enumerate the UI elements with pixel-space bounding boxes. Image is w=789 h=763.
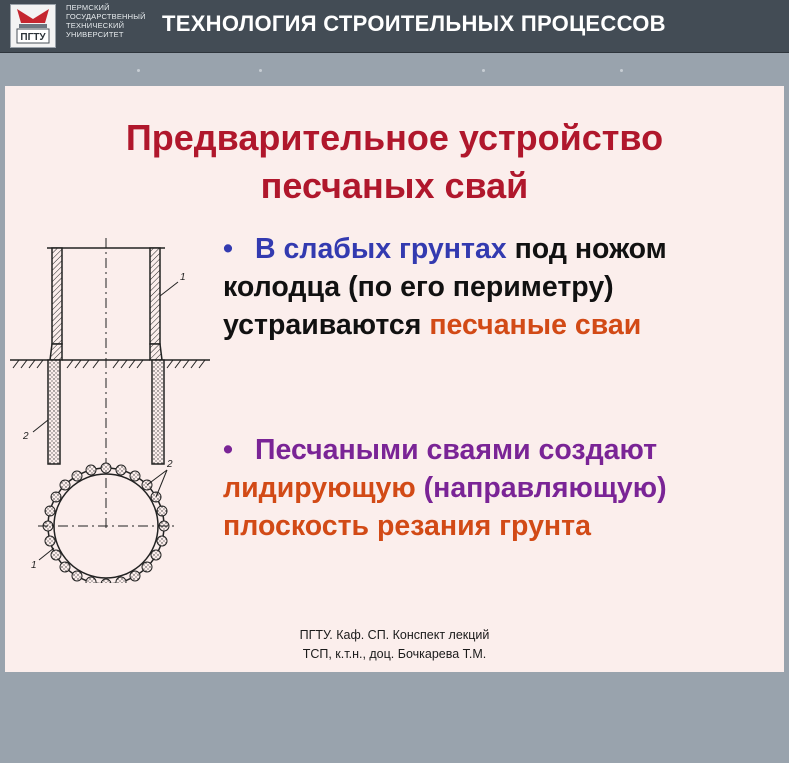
decor-dot xyxy=(259,69,262,72)
bullet-mark: • xyxy=(223,233,233,265)
bullet-weak-soils: • В слабых грунтах под ножом колодца (по … xyxy=(223,230,768,344)
separator-band xyxy=(0,53,789,86)
label-1-plan: 1 xyxy=(31,560,37,571)
university-logo: ПГТУ xyxy=(10,4,56,48)
university-line-3: ТЕХНИЧЕСКИЙ xyxy=(66,21,125,30)
header-bar: ПГТУ ПЕРМСКИЙ ГОСУДАРСТВЕННЫЙ ТЕХНИЧЕСКИ… xyxy=(0,0,789,53)
well-plan-view: 2 1 xyxy=(31,459,174,583)
label-1-top: 1 xyxy=(180,272,186,283)
footer-line-2: ТСП, к.т.н., доц. Бочкарева Т.М. xyxy=(302,647,487,661)
bullet2-leading: лидирующую xyxy=(223,472,416,504)
bullet1-text: под ножом колодца (по его периметру) уст… xyxy=(223,233,667,341)
slide-title-line-2: песчаных свай xyxy=(260,165,529,206)
bullet1-sand-piles: песчаные сваи xyxy=(429,309,642,341)
university-line-4: УНИВЕРСИТЕТ xyxy=(66,30,124,39)
label-2-plan: 2 xyxy=(166,459,173,470)
slide-title: Предварительное устройство песчаных свай xyxy=(5,114,784,210)
university-line-1: ПЕРМСКИЙ xyxy=(66,3,110,12)
footer-line-1: ПГТУ. Каф. СП. Конспект лекций xyxy=(299,628,490,642)
logo-text: ПГТУ xyxy=(20,32,46,43)
logo-emblem-icon: ПГТУ xyxy=(16,9,50,44)
label-2-side: 2 xyxy=(22,431,29,442)
slide-title-line-1: Предварительное устройство xyxy=(125,117,664,158)
decor-dot xyxy=(620,69,623,72)
bullet2-text: Песчаными сваями создают xyxy=(255,434,658,466)
decor-dot xyxy=(482,69,485,72)
course-title: ТЕХНОЛОГИЯ СТРОИТЕЛЬНЫХ ПРОЦЕССОВ xyxy=(162,11,666,36)
sand-piles-drawing: 1 2 2 1 xyxy=(10,238,210,583)
bullet-mark: • xyxy=(223,434,233,466)
bullet2-guiding: (направляющую) xyxy=(415,472,667,504)
well-section-view: 1 2 xyxy=(10,238,210,528)
bullet1-highlight: В слабых грунтах xyxy=(255,233,507,265)
bullet-sand-piles: • Песчаными сваями создают лидирующую (на… xyxy=(223,431,768,545)
slide-content: Предварительное устройство песчаных свай xyxy=(5,86,784,672)
decor-dot xyxy=(137,69,140,72)
university-name: ПЕРМСКИЙ ГОСУДАРСТВЕННЫЙ ТЕХНИЧЕСКИЙ УНИ… xyxy=(66,3,162,39)
university-line-2: ГОСУДАРСТВЕННЫЙ xyxy=(66,12,146,21)
bullet2-cutting-plane: плоскость резания грунта xyxy=(223,510,591,542)
slide-footer-note: ПГТУ. Каф. СП. Конспект лекций ТСП, к.т.… xyxy=(5,626,784,664)
